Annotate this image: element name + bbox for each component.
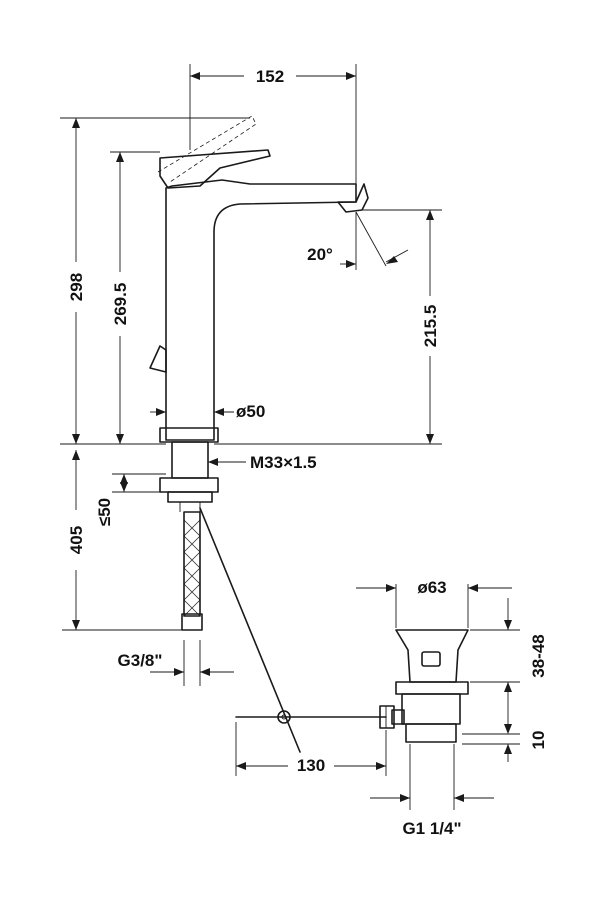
label-diameter-63: ø63 <box>417 578 446 597</box>
label-diameter-50: ø50 <box>236 402 265 421</box>
dimension-lines <box>60 64 520 810</box>
mounting-shank <box>159 441 219 512</box>
label-range-38-48: 38-48 <box>529 634 548 677</box>
label-thread-g114: G1 1/4" <box>402 819 461 838</box>
label-angle-20: 20° <box>307 245 333 264</box>
flex-hose <box>181 511 203 631</box>
label-length-405: 405 <box>67 526 86 554</box>
faucet-body <box>149 115 369 443</box>
label-height-215-5: 215.5 <box>421 305 440 348</box>
label-thread-m33: M33×1.5 <box>250 453 317 472</box>
label-width-152: 152 <box>256 67 284 86</box>
label-dim-10: 10 <box>529 731 548 750</box>
label-height-298: 298 <box>67 273 86 301</box>
label-rod-130: 130 <box>297 756 325 775</box>
label-height-269-5: 269.5 <box>111 283 130 326</box>
waste-valve <box>379 629 469 743</box>
pop-up-rod <box>199 507 387 753</box>
label-thread-g38: G3/8" <box>118 651 163 670</box>
label-max-50: ≤50 <box>95 498 114 526</box>
